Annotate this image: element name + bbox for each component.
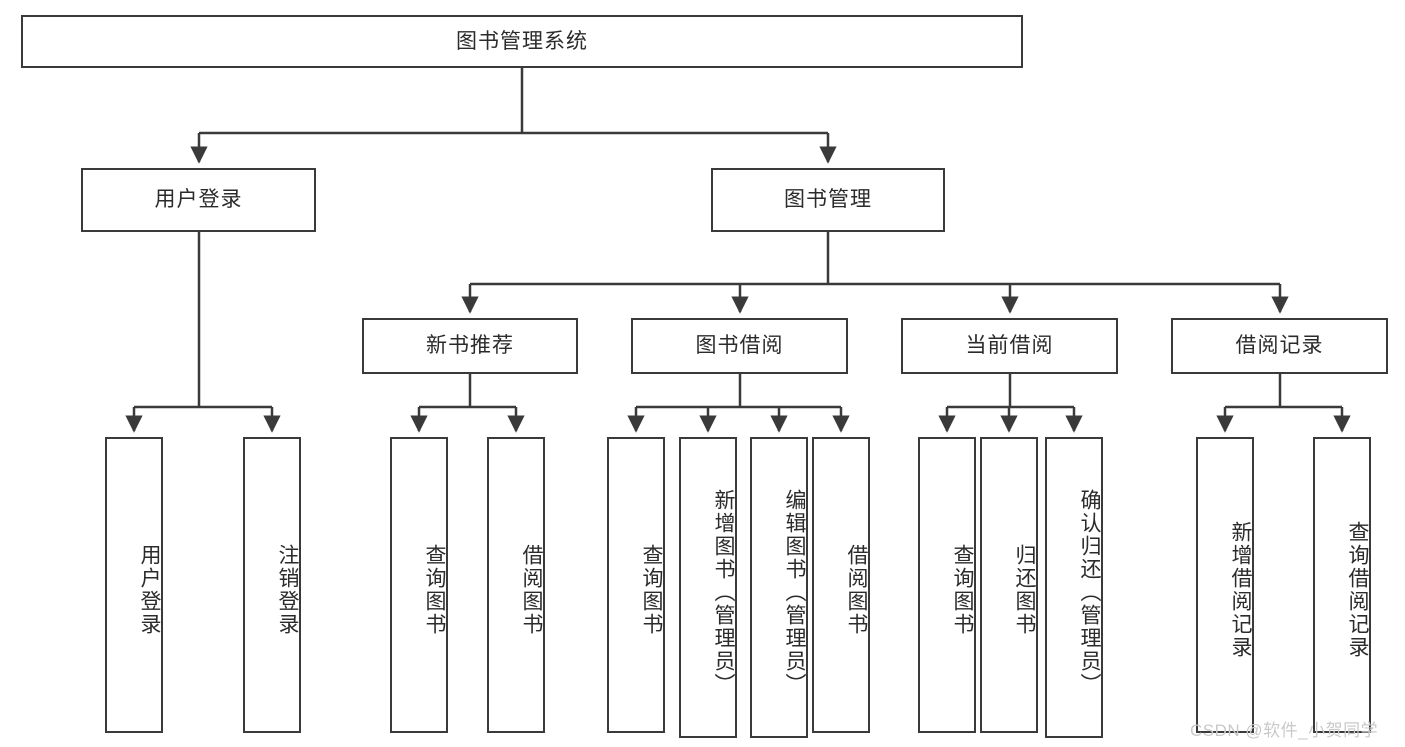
leaf-query-book-newbooks-label: 查询图书: [423, 544, 446, 636]
node-borrow-records[interactable]: 借阅记录: [1171, 318, 1388, 374]
leaf-borrow-book-newbooks[interactable]: 借阅图书: [487, 437, 545, 733]
leaf-return-book-label: 归还图书: [1013, 544, 1036, 636]
node-user-login-label: 用户登录: [154, 188, 243, 212]
leaf-edit-book-admin-label: 编辑图书（管理员）: [783, 489, 806, 696]
node-root-label: 图书管理系统: [456, 29, 588, 53]
leaf-add-borrow-record-label: 新增借阅记录: [1229, 521, 1252, 659]
node-user-login[interactable]: 用户登录: [81, 168, 316, 232]
node-book-borrow-label: 图书借阅: [695, 334, 784, 358]
leaf-query-book-borrow[interactable]: 查询图书: [607, 437, 665, 733]
leaf-query-book-borrow-label: 查询图书: [640, 544, 663, 636]
leaf-user-login[interactable]: 用户登录: [105, 437, 163, 733]
leaf-confirm-return-admin-label: 确认归还（管理员）: [1078, 489, 1101, 696]
leaf-query-book-current-label: 查询图书: [951, 544, 974, 636]
node-current-borrow[interactable]: 当前借阅: [901, 318, 1118, 374]
leaf-lend-book-label: 借阅图书: [845, 544, 868, 636]
leaf-borrow-book-newbooks-label: 借阅图书: [520, 544, 543, 636]
csdn-watermark: CSDN @软件_小贺同学: [1190, 721, 1379, 740]
leaf-edit-book-admin[interactable]: 编辑图书（管理员）: [750, 437, 808, 738]
node-new-book-recommend[interactable]: 新书推荐: [362, 318, 578, 374]
leaf-user-logout[interactable]: 注销登录: [243, 437, 301, 733]
leaf-query-borrow-record-label: 查询借阅记录: [1346, 521, 1369, 659]
node-book-management-label: 图书管理: [784, 188, 872, 212]
leaf-query-borrow-record[interactable]: 查询借阅记录: [1313, 437, 1371, 733]
node-new-book-recommend-label: 新书推荐: [426, 334, 514, 358]
node-borrow-records-label: 借阅记录: [1235, 334, 1324, 358]
leaf-confirm-return-admin[interactable]: 确认归还（管理员）: [1045, 437, 1103, 738]
node-book-borrow[interactable]: 图书借阅: [631, 318, 848, 374]
leaf-add-book-admin[interactable]: 新增图书（管理员）: [679, 437, 737, 738]
leaf-query-book-current[interactable]: 查询图书: [918, 437, 976, 733]
leaf-user-login-label: 用户登录: [138, 544, 161, 636]
leaf-lend-book[interactable]: 借阅图书: [812, 437, 870, 733]
leaf-query-book-newbooks[interactable]: 查询图书: [390, 437, 448, 733]
leaf-user-logout-label: 注销登录: [276, 544, 299, 636]
node-book-management[interactable]: 图书管理: [711, 168, 945, 232]
node-root[interactable]: 图书管理系统: [21, 15, 1023, 68]
leaf-add-borrow-record[interactable]: 新增借阅记录: [1196, 437, 1254, 733]
leaf-return-book[interactable]: 归还图书: [980, 437, 1038, 733]
leaf-add-book-admin-label: 新增图书（管理员）: [712, 489, 735, 696]
node-current-borrow-label: 当前借阅: [965, 334, 1054, 358]
